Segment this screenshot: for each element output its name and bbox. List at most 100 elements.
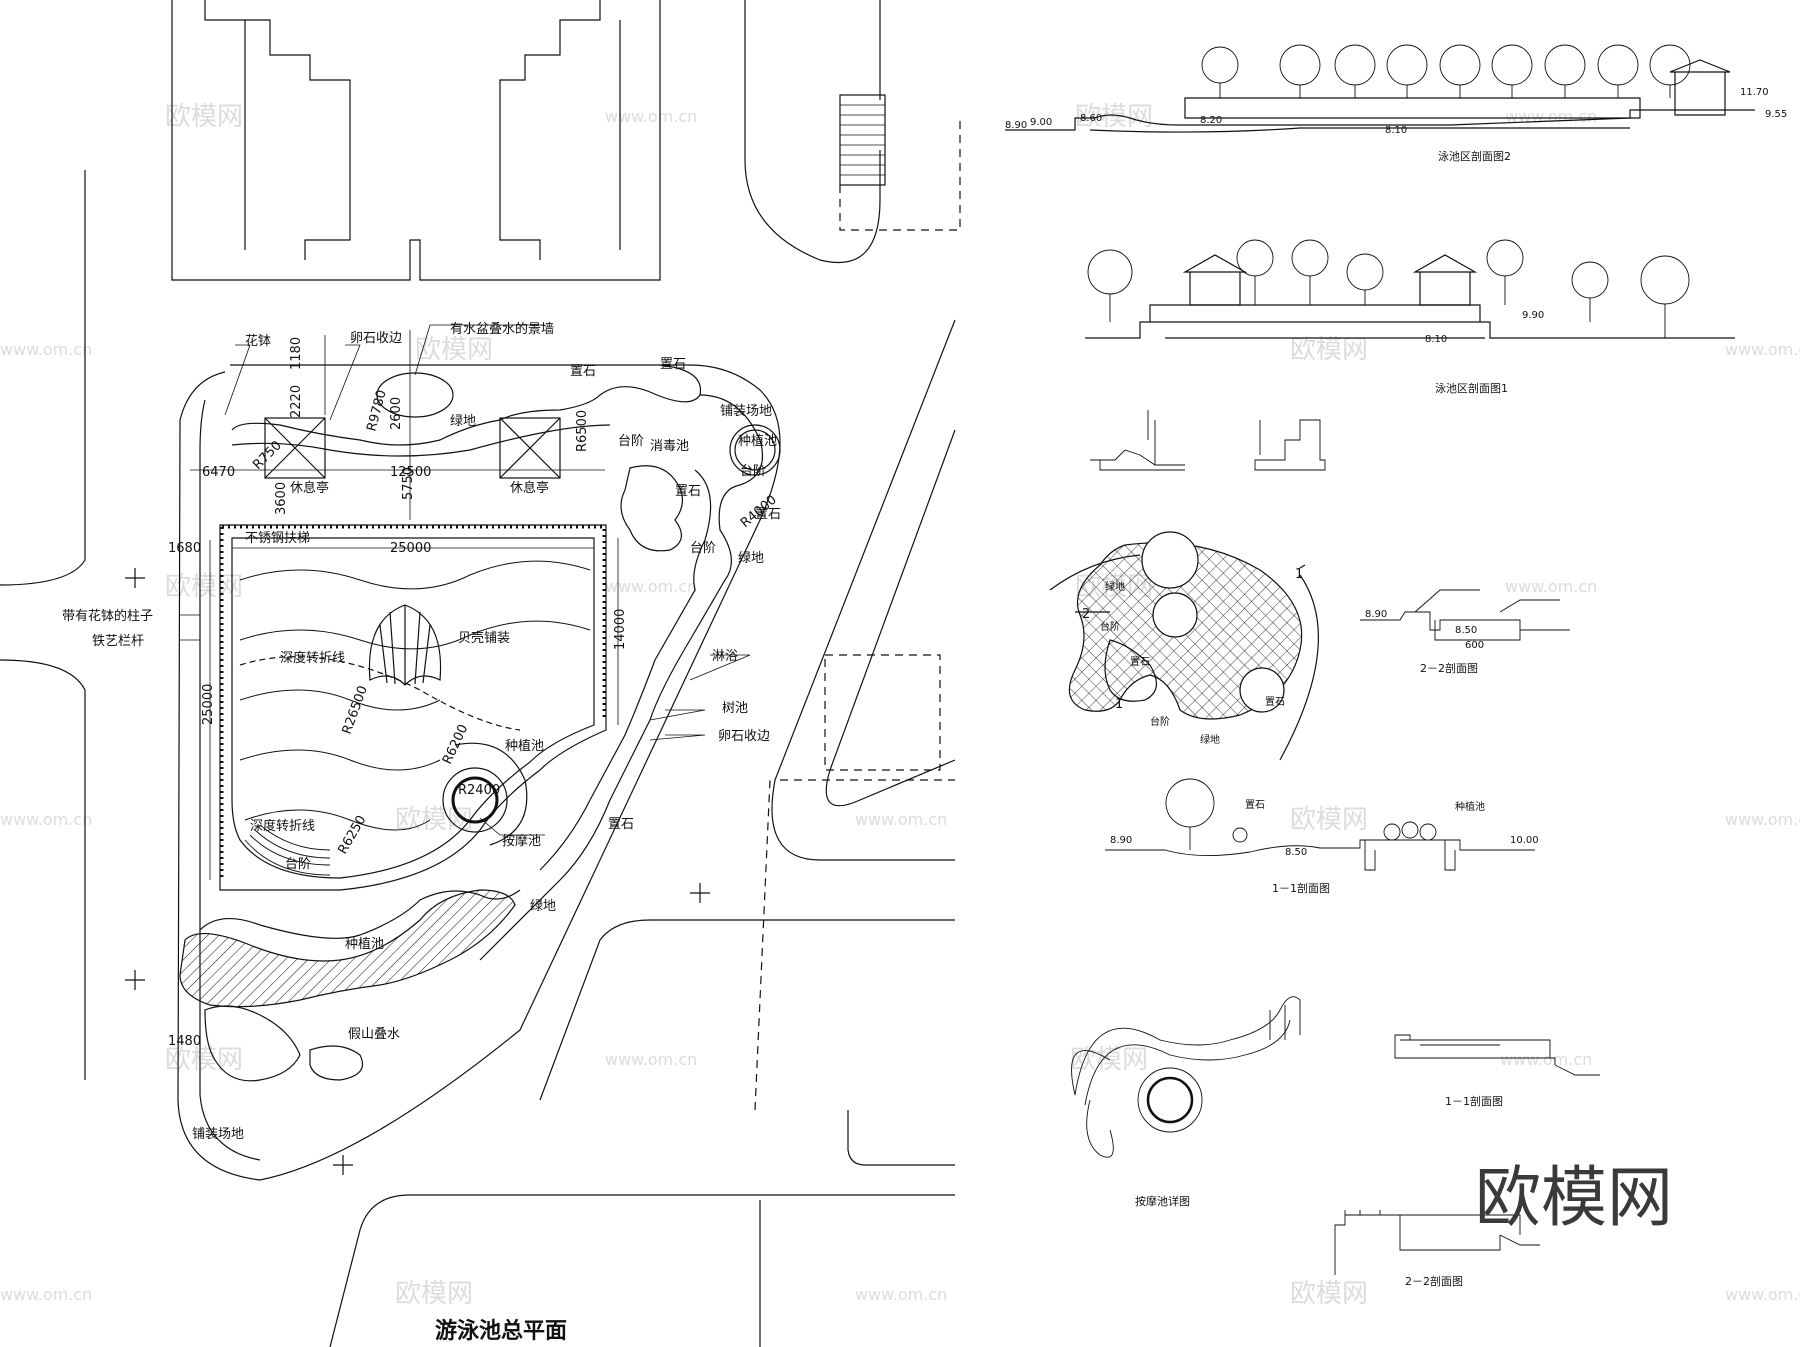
planter-detail-arc: [1049, 554, 1319, 761]
dim-2600: 2600: [389, 397, 404, 430]
label-shell-paving: 贝壳铺装: [458, 631, 510, 646]
section-22-lower-leader: [1499, 1234, 1540, 1246]
spa-detail-railing: [1269, 1000, 1301, 1040]
sec22-850: 8.50: [1455, 625, 1477, 636]
section-22-lower: [1334, 1210, 1540, 1275]
road-diagonal-2: [825, 429, 956, 807]
label-paving-bottom: 铺装场地: [192, 1127, 244, 1142]
dim-3600: 3600: [274, 482, 289, 515]
watermark-url: www.om.cn: [0, 1285, 92, 1304]
elev-8-90: 8.90: [1005, 120, 1027, 131]
road-left: [0, 170, 86, 1080]
section-1-texts: 9.90 8.10 泳池区剖面图1: [1425, 310, 1544, 395]
building-outline: [171, 0, 661, 281]
section-22-upper-leaders: [1414, 589, 1560, 613]
detail-num-1: 1: [1295, 567, 1303, 582]
pool-outline-inner: [231, 537, 595, 879]
dimension-lines: [190, 330, 619, 880]
detail-steps2: 台阶: [1150, 715, 1170, 728]
label-paving-top: 铺装场地: [720, 404, 772, 419]
section-11-lower-leader: [1554, 1064, 1600, 1076]
section-11-upper-profile: [1105, 839, 1535, 856]
section-1-pavilion-left: [1182, 254, 1248, 306]
elev-8-20: 8.20: [1200, 115, 1222, 126]
section-2-trees: [1201, 44, 1691, 98]
watermark-text: 欧模网: [165, 102, 243, 132]
watermark-text: 欧模网: [395, 805, 473, 835]
sec11-1000: 10.00: [1510, 835, 1539, 846]
right-path-edge-2: [539, 469, 712, 871]
spa-surround: [454, 742, 528, 846]
watermark-url: www.om.cn: [605, 577, 697, 596]
planter-circle-small: [734, 429, 776, 471]
section-22-lower-profile: [1334, 1214, 1521, 1275]
watermark-url: www.om.cn: [605, 1050, 697, 1069]
detail-edge-a: [1090, 410, 1185, 471]
planter-detail-tree: [1152, 592, 1198, 638]
detail-edge-b: [1254, 419, 1326, 471]
dim-r2400: R2400: [458, 783, 500, 798]
dim-6470: 6470: [202, 465, 235, 480]
watermark-text: 欧模网: [415, 335, 493, 365]
elev-8-60: 8.60: [1080, 113, 1102, 124]
label-green-top: 绿地: [450, 414, 476, 429]
label-planter-mid: 种植池: [505, 739, 544, 754]
label-spa-pool: 按摩池: [502, 833, 541, 849]
pavilion-left: [264, 417, 326, 479]
pool-coping-dashes: [220, 525, 606, 880]
section-2-wall: [1184, 97, 1641, 119]
watermark-text: 欧模网: [165, 1045, 243, 1075]
watermark-url: www.om.cn: [1500, 1050, 1592, 1069]
dim-1480: 1480: [168, 1034, 201, 1049]
label-tree-pool: 树池: [722, 701, 748, 716]
sec11-rock: 置石: [1245, 799, 1265, 811]
watermark-url: www.om.cn: [0, 810, 92, 829]
rock-feature: [620, 465, 684, 552]
dim-r9780: R9780: [364, 388, 389, 433]
sec11-planter: 种植池: [1455, 800, 1485, 813]
label-iron-railing: 铁艺栏杆: [92, 634, 144, 649]
detail-rock: 置石: [1130, 656, 1150, 668]
site-boundary-inner: [199, 399, 261, 1161]
section-22-upper-title: 2－2剖面图: [1420, 661, 1478, 675]
detail-rock2: 置石: [1265, 696, 1285, 708]
section-2-drawing: [1005, 44, 1755, 133]
label-rockery-water: 假山叠水: [348, 1027, 400, 1042]
spa-detail-title: 按摩池详图: [1135, 1194, 1190, 1208]
label-pebble-edge-right: 卵石收边: [718, 729, 770, 744]
label-rock-lower: 置石: [608, 817, 634, 832]
watermark-text: 欧模网: [165, 572, 243, 602]
spa-detail-pool-outer: [1137, 1067, 1203, 1133]
pavilion-right-cross: [499, 417, 561, 479]
section-1-pavilion-right: [1412, 254, 1478, 306]
stair-block: [839, 94, 886, 186]
pool-steps: [244, 824, 331, 876]
section-1-trees: [1087, 239, 1690, 338]
watermark-url: www.om.cn: [855, 810, 947, 829]
label-shower: 淋浴: [712, 649, 738, 664]
leader-lines: [180, 324, 751, 836]
section-1-ground: [1085, 304, 1735, 339]
dim-r26500: R26500: [340, 684, 371, 736]
spa-pool-outer: [442, 767, 508, 833]
label-pavilion-right: 休息亭: [510, 480, 549, 496]
watermark-url: www.om.cn: [1725, 340, 1800, 359]
detail-num-2: 2: [1082, 607, 1090, 622]
planter-detail-tree-c: [1239, 667, 1285, 713]
label-pavilion-left: 休息亭: [290, 480, 329, 496]
planter-detail-rock: [1104, 639, 1157, 702]
section-11-lower: [1394, 1034, 1600, 1076]
spa-detail: [1071, 996, 1301, 1158]
dim-2220: 2220: [289, 385, 304, 418]
section-11-upper: [1105, 778, 1535, 871]
label-rock-mid: 置石: [675, 484, 701, 499]
small-details: [1090, 410, 1326, 471]
watermark-url: www.om.cn: [1725, 810, 1800, 829]
elev-9-55: 9.55: [1765, 109, 1787, 120]
top-planting-edge: [231, 364, 702, 446]
planter-detail-texts: 绿地 台阶 置石 置石 台阶 绿地 1 2 1: [1082, 567, 1303, 746]
watermark-url: www.om.cn: [0, 340, 92, 359]
pavilion-left-cross: [264, 417, 326, 479]
dim-25000-left: 25000: [201, 684, 216, 725]
watermark-text: 欧模网: [1290, 1279, 1368, 1309]
